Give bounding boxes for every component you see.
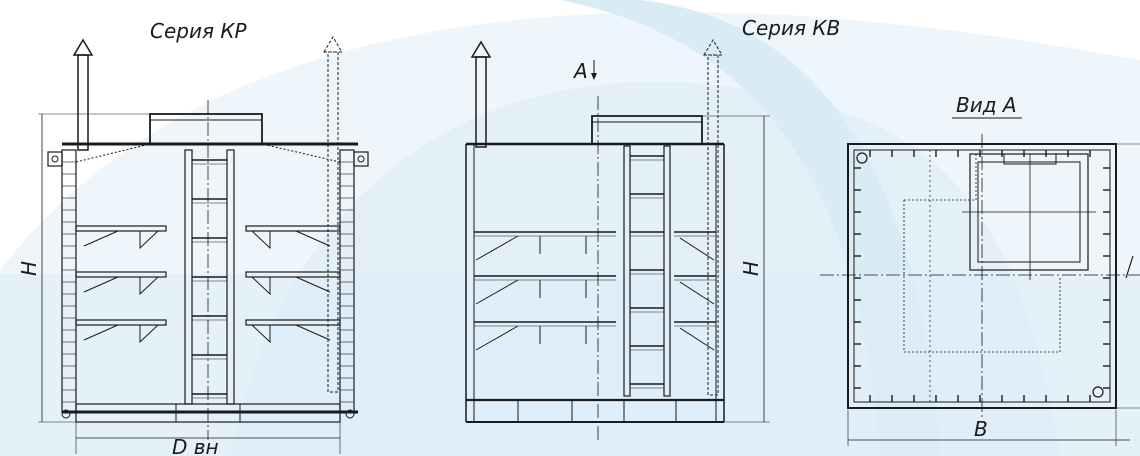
wall-segments-left: [62, 161, 76, 403]
ladder: [623, 145, 671, 397]
shelf-bracket: [251, 324, 271, 344]
shelf-right: [245, 225, 341, 232]
tank-body: [465, 142, 725, 423]
hidden-lines: [903, 150, 1061, 402]
width-label: B: [974, 417, 988, 441]
shelf-bracket: [251, 276, 271, 296]
shelf-brace: [679, 237, 715, 261]
shelf-brace: [475, 325, 519, 351]
shelf-bracket: [139, 324, 159, 344]
series-kv-drawing: Серия КВ A: [465, 16, 840, 440]
cut-marker: [1125, 255, 1134, 279]
dimension-diameter: D вн: [75, 420, 341, 456]
shelf-brace: [83, 324, 119, 341]
series-kv-title: Серия КВ: [742, 16, 840, 40]
diameter-label: D вн: [172, 435, 219, 456]
shelves: [474, 231, 716, 351]
dimension-height-kv: H: [702, 115, 770, 423]
hatch-opening: [962, 153, 1096, 280]
shelf-bracket: [139, 230, 159, 250]
shelf-left: [75, 271, 167, 278]
shelf-bracket: [139, 276, 159, 296]
shelf-brace: [475, 235, 519, 261]
height-label-kr: H: [17, 261, 41, 276]
shelf-left: [75, 225, 167, 232]
vent-pipe-right-dashed: [323, 36, 343, 393]
height-label-kv: H: [739, 261, 763, 276]
shelf-brace: [475, 279, 519, 305]
shelf-brace: [295, 276, 331, 293]
view-a-drawing: Вид А: [820, 93, 1140, 446]
shelves: [75, 225, 341, 344]
wall-segments-right: [340, 161, 354, 403]
vent-pipe-right-dashed: [703, 39, 723, 396]
view-marker-label: A: [572, 59, 588, 83]
shelf-bracket: [251, 230, 271, 250]
shelf-brace: [295, 230, 331, 247]
stiffener-ticks: [854, 150, 1110, 402]
shelf-left: [75, 319, 167, 326]
tank-body: [47, 142, 369, 423]
shelf-brace: [83, 230, 119, 247]
dimension-width: B: [847, 143, 1140, 446]
shelf-right: [245, 319, 341, 326]
ladder: [184, 149, 235, 405]
dimension-height-kr: H: [17, 113, 150, 423]
vent-pipe-left: [72, 38, 94, 151]
view-a-marker: A: [572, 59, 597, 83]
view-a-title: Вид А: [956, 93, 1017, 117]
series-kr-drawing: Серия КР: [17, 19, 369, 456]
shelf-brace: [679, 327, 715, 351]
shelf-brace: [679, 281, 715, 305]
shelf-right: [245, 271, 341, 278]
vent-pipe-left: [470, 40, 492, 148]
series-kr-title: Серия КР: [150, 19, 248, 43]
shelf-brace: [295, 324, 331, 341]
shelf-brace: [83, 276, 119, 293]
